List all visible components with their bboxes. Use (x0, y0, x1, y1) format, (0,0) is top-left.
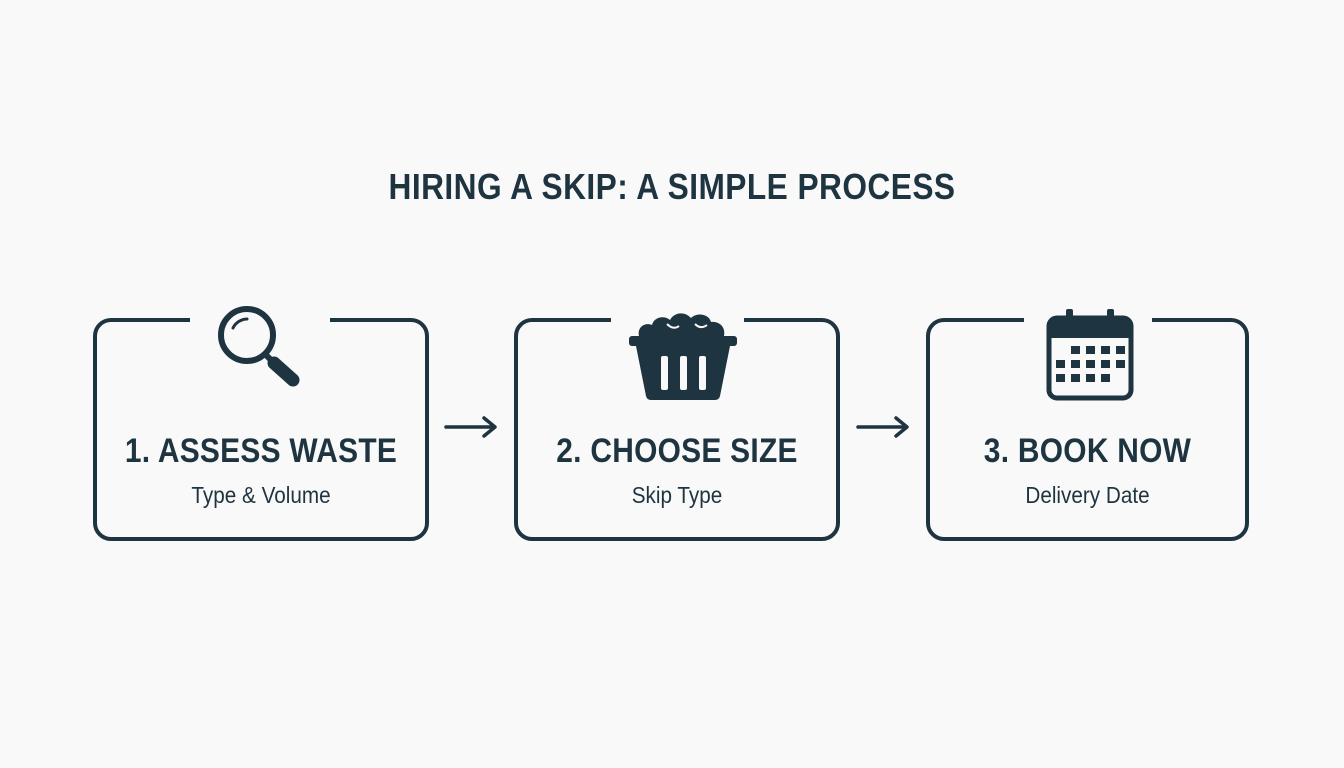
arrow-right-icon (856, 416, 909, 438)
step-title: 1. ASSESS WASTE (124, 432, 398, 470)
step-card-book-now: 3. BOOK NOW Delivery Date (926, 309, 1249, 541)
arrow-right-icon (444, 416, 497, 438)
step-card-choose-size: 2. CHOOSE SIZE Skip Type (514, 313, 840, 541)
step-title: 3. BOOK NOW (983, 432, 1192, 470)
skip-bin-icon (629, 313, 737, 400)
step-card-assess-waste: 1. ASSESS WASTE Type & Volume (93, 306, 429, 541)
step-subtitle: Type & Volume (191, 482, 331, 508)
step-title: 2. CHOOSE SIZE (556, 432, 798, 470)
step-subtitle: Skip Type (631, 482, 723, 508)
step-subtitle: Delivery Date (1025, 482, 1150, 508)
calendar-icon (1046, 309, 1134, 401)
page-title: HIRING A SKIP: A SIMPLE PROCESS (388, 166, 956, 207)
magnifying-glass-icon (218, 306, 300, 387)
